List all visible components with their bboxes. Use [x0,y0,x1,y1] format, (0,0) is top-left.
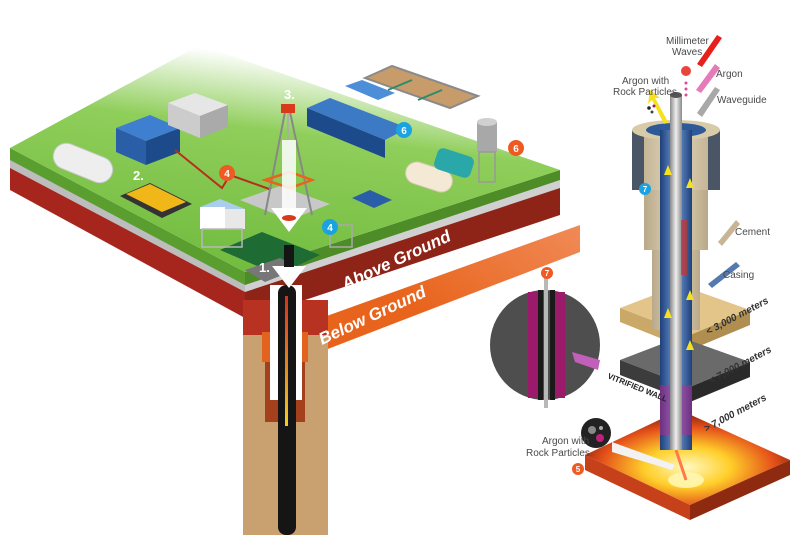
water-tower [477,118,497,183]
label-argon-rock-top-line2: Rock Particles [613,87,677,98]
millimeter-wave-arrow [697,35,722,67]
rock-particles-top [647,104,656,114]
step-3-label: 3. [284,87,295,102]
grass-side-right [245,170,560,285]
power-unit [168,93,228,138]
label-casing: Casing [723,270,754,281]
rock-particle-bubble [581,418,611,448]
below-ground-band [310,225,580,352]
svg-text:4: 4 [224,169,230,180]
label-cement: Cement [735,227,770,238]
svg-text:4: 4 [327,223,333,234]
label-argon-rock-top-line1: Argon with [622,76,669,87]
label-argon: Argon [716,69,743,80]
argon-flow-arrows [664,165,694,350]
svg-text:6: 6 [513,144,519,155]
casing-arrow [708,262,740,288]
drill-down-arrow [271,140,307,288]
control-building [200,199,245,248]
generator [120,183,192,218]
label-argon-rock-bottom-line2: Rock Particles [526,448,590,459]
soil-layer-red-right [245,185,560,320]
depth-label-7000-more: > 7,000 meters [702,392,769,434]
label-millimeter-waves-line1: Millimeter [666,36,709,47]
argon-rock-up-arrow [648,90,668,124]
svg-text:7: 7 [545,269,550,278]
gyrotron-container [116,115,180,165]
surface-borehole [243,285,328,535]
argon-rock-bottom-arrow [612,442,675,470]
waveguide-pipe [670,95,682,450]
grass-side-left [10,148,245,285]
badge-4-orange: 4 [219,165,235,181]
layer-hot-rock [585,410,790,520]
badge-4-blue: 4 [322,219,338,235]
vitrified-wall-arrow [572,352,600,370]
step-2-label: 2. [133,168,144,183]
millimeter-wave-packet [681,66,691,76]
badge-7-orange: 7 [541,267,553,279]
waveguide-arrow [697,87,720,117]
surface-equipment [52,64,497,288]
solar-panels [352,190,392,208]
gas-tank [52,142,114,184]
argon-arrow [696,64,720,93]
power-cable [174,149,273,191]
badge-7-blue: 7 [639,183,651,195]
argon-dots [684,81,688,97]
svg-text:7: 7 [643,185,648,194]
badge-5-orange: 5 [572,463,584,475]
vitrified-wall-inset [490,268,600,408]
soil-layer-red-left [10,165,245,318]
label-argon-rock-bottom-line1: Argon with [542,436,589,447]
rig-scaffold [329,224,353,248]
surface-platform [10,45,580,352]
svg-text:6: 6 [401,126,407,137]
waveguide-segment [681,220,687,275]
soil-layer-grey-right [245,178,560,292]
badge-6-orange: 6 [508,140,524,156]
svg-text:5: 5 [576,465,581,474]
settling-ponds [362,64,481,110]
badge-6-blue: 6 [396,122,412,138]
water-treatment-units [307,80,408,158]
beam-down [674,449,688,481]
drill-pit [220,232,320,275]
soil-layer-grey-left [10,158,245,292]
label-millimeter-waves-line2: Waves [672,47,702,58]
borehole-heat-line [285,296,288,426]
storage-tanks [405,148,474,193]
cement-arrow [718,220,740,246]
borehole-detail [490,35,790,520]
waveguide-opening [670,92,682,98]
step-1-label: 1. [259,260,270,275]
label-waveguide: Waveguide [717,95,767,106]
